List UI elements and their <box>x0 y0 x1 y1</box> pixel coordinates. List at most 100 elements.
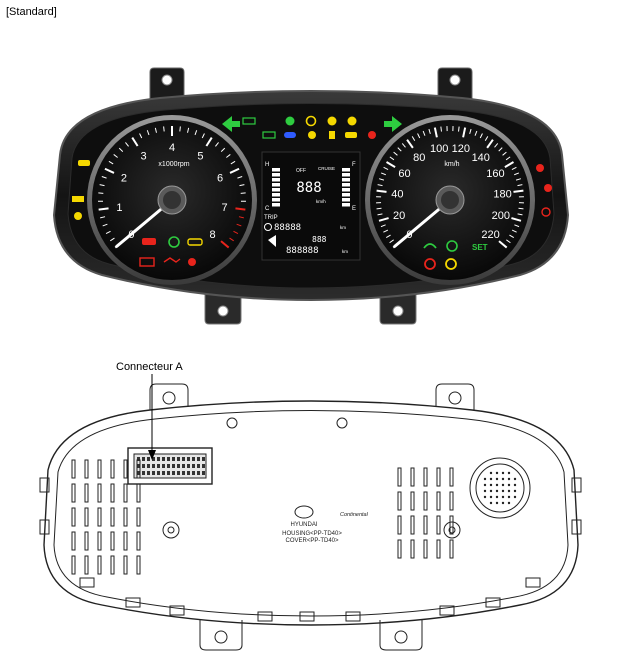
connector-pin <box>137 457 140 461</box>
scale-tick <box>422 130 426 136</box>
gauge-segment <box>342 198 350 202</box>
grille-dot <box>501 471 505 475</box>
scale-tick <box>506 239 511 244</box>
scale-label: 6 <box>217 173 223 185</box>
vent-slot <box>84 531 89 551</box>
top-right-bracket <box>437 67 473 103</box>
grille-dot <box>507 471 511 475</box>
scale-tick <box>462 127 467 138</box>
odo-unit: km <box>340 225 346 230</box>
scale-tick <box>380 224 386 228</box>
connector-pin <box>197 471 200 475</box>
door-open-icon <box>78 160 90 166</box>
grille-dot <box>489 483 493 487</box>
connector-pin <box>142 464 145 468</box>
vent-slot <box>84 459 89 479</box>
scale-tick <box>458 126 460 132</box>
scale-tick <box>433 127 438 138</box>
grille-dot <box>501 477 505 481</box>
grille-dot <box>507 483 511 487</box>
vent-slot <box>71 531 76 551</box>
connector-pin <box>182 457 185 461</box>
scale-tick <box>100 216 106 219</box>
headlight-blue-icon <box>284 132 296 138</box>
gauge-segment <box>342 183 350 187</box>
scale-tick <box>514 224 520 228</box>
speedometer: 020406080100120140160180200220 km/h SET <box>365 115 535 285</box>
off-label: OFF <box>296 168 306 174</box>
gauge-segment <box>272 193 280 197</box>
connector-pin <box>192 457 195 461</box>
vent-slot <box>84 555 89 575</box>
scale-tick <box>509 234 514 239</box>
scale-label: 160 <box>486 168 504 180</box>
scale-tick <box>406 139 414 149</box>
scale-label: 120 <box>452 143 470 155</box>
power-steering-icon <box>536 164 544 172</box>
seatbelt-warn-icon <box>327 116 337 126</box>
door-ajar-icon <box>347 116 357 126</box>
scale-tick <box>146 130 150 136</box>
main-digits: 888 <box>296 180 321 196</box>
vent-slot <box>423 515 428 535</box>
connector-pin <box>142 457 145 461</box>
connector-pin <box>147 457 150 461</box>
vent-slot <box>423 539 428 559</box>
vent-slot <box>423 491 428 511</box>
grille-dot <box>501 483 505 487</box>
vent-slot <box>397 467 402 487</box>
grille-dot <box>489 471 493 475</box>
scale-tick <box>105 230 111 235</box>
connector-pin <box>167 471 170 475</box>
grille-dot <box>489 489 493 493</box>
scale-tick <box>226 154 231 158</box>
connector-pin <box>167 464 170 468</box>
vent-slot <box>410 491 415 511</box>
brake-pad-icon <box>541 207 551 217</box>
cruise-set-label: SET <box>472 243 488 252</box>
vent-slot <box>97 531 102 551</box>
scale-tick <box>386 234 391 239</box>
connector-pin <box>202 464 205 468</box>
scale-tick <box>440 126 442 132</box>
connector-pin <box>192 471 195 475</box>
vent-slot <box>136 483 141 503</box>
vent-slot <box>136 531 141 551</box>
seatbelt-right-icon <box>544 184 552 192</box>
tpms-icon <box>268 235 276 247</box>
vent-slot <box>136 459 141 479</box>
connector-pin <box>192 464 195 468</box>
connector-pin <box>162 471 165 475</box>
vent-slot <box>436 467 441 487</box>
clock-icon <box>264 223 272 231</box>
scale-tick <box>397 147 402 152</box>
vent-slot <box>410 539 415 559</box>
scale-tick <box>479 133 483 139</box>
grille-dot <box>495 495 499 499</box>
grille-dot <box>507 489 511 493</box>
scale-tick <box>511 217 522 222</box>
scale-tick <box>229 237 234 242</box>
vent-slot <box>397 515 402 535</box>
scale-tick <box>378 217 389 222</box>
connector-pin <box>147 471 150 475</box>
front-fog-icon <box>285 116 295 126</box>
check-engine-icon <box>163 257 181 263</box>
right-side-icons <box>536 164 552 217</box>
gauge-segment <box>272 188 280 192</box>
connector-pin <box>182 464 185 468</box>
connector-pin <box>182 471 185 475</box>
vent-slot <box>110 459 115 479</box>
scale-tick <box>236 223 242 227</box>
scale-label: 7 <box>221 202 227 214</box>
sun-icon <box>308 131 316 139</box>
fuel-full-label: F <box>352 162 356 168</box>
airbag-icon <box>188 258 196 266</box>
scale-tick <box>194 130 198 136</box>
grille-dot <box>507 501 511 505</box>
connector-pin <box>162 457 165 461</box>
scale-tick <box>98 207 109 211</box>
scale-tick <box>139 133 143 139</box>
grille-dot <box>495 471 499 475</box>
mid-digits: 888 <box>312 235 327 244</box>
